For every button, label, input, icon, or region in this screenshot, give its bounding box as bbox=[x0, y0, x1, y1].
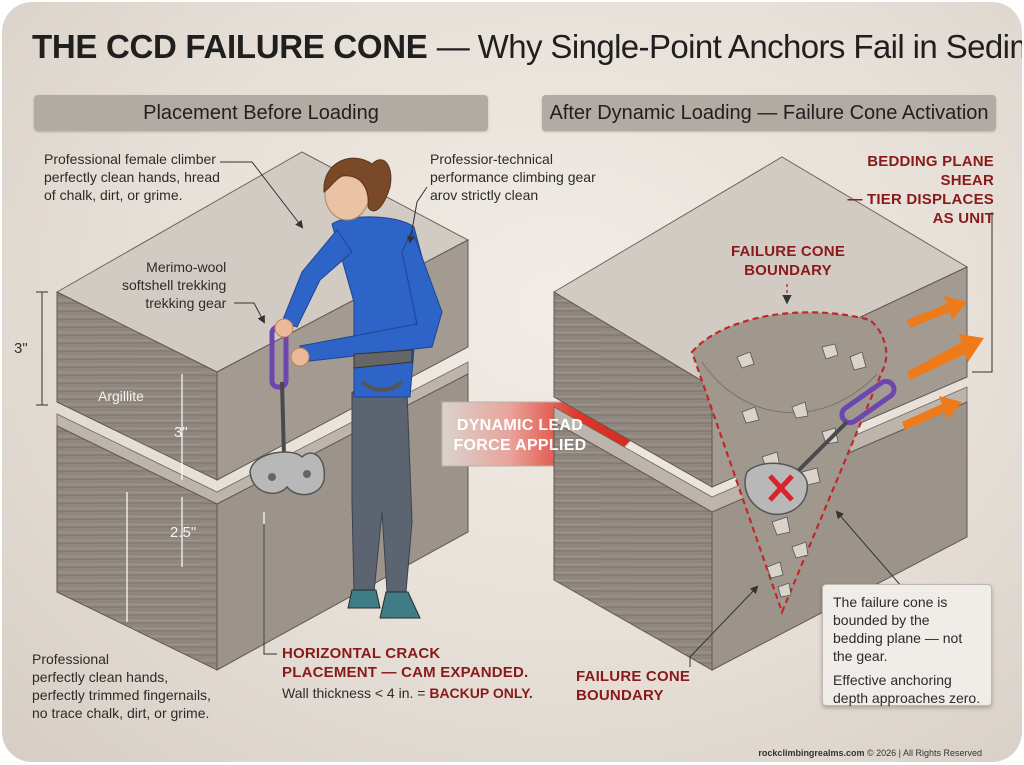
right-rock-lower-tier bbox=[553, 386, 968, 671]
climber-label: Professional female climber perfectly cl… bbox=[44, 151, 220, 203]
shear-arrows bbox=[902, 296, 984, 430]
page-title: THE CCD FAILURE CONE — Why Single-Point … bbox=[32, 28, 1022, 78]
dimension-left-height: 3" bbox=[14, 340, 28, 357]
title-main: THE CCD FAILURE CONE bbox=[32, 28, 428, 65]
dimension-tier-lower: 2.5" bbox=[170, 524, 197, 541]
dimension-tier-upper: 3" bbox=[174, 424, 188, 441]
wool-label: Merimo-wool softshell trekking trekking … bbox=[122, 259, 227, 311]
arrow-label: DYNAMIC LEAD FORCE APPLIED bbox=[453, 417, 587, 454]
argillite-label: Argillite bbox=[98, 388, 144, 404]
note-paragraph-1: The failure cone is bounded by the beddi… bbox=[833, 594, 963, 664]
bedding-plane-shear-label: BEDDING PLANE SHEAR — TIER DISPLACES AS … bbox=[847, 153, 994, 227]
explanation-note: The failure cone is bounded by the beddi… bbox=[822, 584, 992, 706]
header-after-loading: After Dynamic Loading — Failure Cone Act… bbox=[542, 95, 996, 131]
crack-wall-thickness: Wall thickness < 4 in. = BACKUP ONLY. bbox=[282, 685, 533, 701]
footer-site[interactable]: rockclimbingrealms.com bbox=[758, 748, 865, 758]
right-cam-device bbox=[744, 378, 897, 516]
footer-copyright: rockclimbingrealms.com © 2026 | All Righ… bbox=[758, 748, 982, 758]
failure-cone-label-top: FAILURE CONE BOUNDARY bbox=[730, 243, 846, 279]
header-before-loading: Placement Before Loading bbox=[34, 95, 488, 131]
failure-cone-label-bottom: FAILURE CONE BOUNDARY bbox=[576, 668, 691, 704]
title-subtitle: — Why Single-Point Anchors Fail in Sedim… bbox=[436, 28, 1022, 65]
gear-label: Professior-technical performance climbin… bbox=[430, 151, 596, 203]
crack-heading: HORIZONTAL CRACK PLACEMENT — CAM EXPANDE… bbox=[282, 645, 529, 681]
climber-figure bbox=[274, 157, 443, 619]
hands-label: Professional perfectly clean hands, perf… bbox=[32, 651, 211, 721]
failure-cone bbox=[690, 311, 888, 616]
note-paragraph-2: Effective anchoring depth approaches zer… bbox=[833, 672, 981, 706]
left-cam-device bbox=[249, 324, 326, 496]
